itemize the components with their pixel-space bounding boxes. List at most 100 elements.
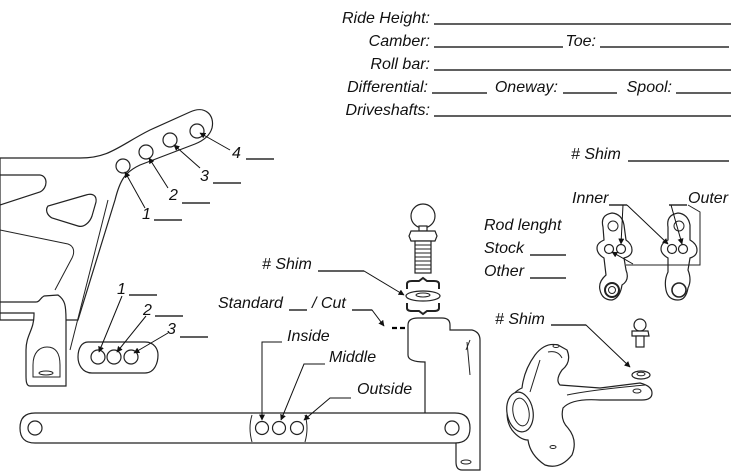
lower-arm-body xyxy=(19,412,471,444)
left-arm-bottom-hole xyxy=(608,286,616,294)
upright-detail-2 xyxy=(466,341,471,376)
upright xyxy=(407,317,481,471)
roll-bar-field[interactable]: Roll bar: xyxy=(370,56,731,73)
tower-hole-3-callout[interactable]: 3 xyxy=(173,144,241,185)
stock-label: Stock xyxy=(484,240,525,257)
knuckle-ball-hex xyxy=(631,330,650,337)
shim-washer[interactable] xyxy=(405,290,441,302)
tower-hole-2-callout[interactable]: 2 xyxy=(148,157,210,204)
mount-hole-3-label: 3 xyxy=(167,321,176,338)
ride-height-label: Ride Height: xyxy=(342,10,430,27)
steering-arm-right xyxy=(660,212,698,301)
knuckle-arm-hole xyxy=(632,388,642,394)
left-arm-bottom-ring xyxy=(604,282,620,298)
spool-field[interactable]: Spool: xyxy=(627,79,731,96)
mount-hole-3-callout[interactable]: 3 xyxy=(133,321,208,354)
driveshafts-field[interactable]: Driveshafts: xyxy=(346,102,731,119)
arm-position-middle[interactable] xyxy=(271,420,287,436)
lower-mount-body xyxy=(0,294,67,387)
standard-cut-callout[interactable]: Standard / Cut xyxy=(218,295,385,327)
tower-hole-4-callout[interactable]: 4 xyxy=(199,132,274,162)
spool-label: Spool: xyxy=(627,79,672,96)
left-arm-top-hole xyxy=(607,220,619,232)
left-arm-outer-hole[interactable] xyxy=(615,243,627,255)
lower-arm: Inside Middle Outside xyxy=(19,328,471,444)
middle-label: Middle xyxy=(329,349,376,366)
steering-bracket xyxy=(626,204,701,266)
lower-mount-screw xyxy=(38,370,54,376)
tower-cutout-2 xyxy=(46,193,97,227)
tower-cutout-1 xyxy=(0,174,47,206)
knuckle-top-hole xyxy=(552,344,560,348)
inner-leader-2 xyxy=(626,204,669,245)
lower-mount: 1 2 3 xyxy=(0,199,208,387)
camber-field[interactable]: Camber: xyxy=(369,33,563,50)
knuckle-bottom-hole xyxy=(549,445,557,449)
inside-label: Inside xyxy=(287,328,330,345)
right-arm-top-hole xyxy=(673,220,685,232)
mount-hole-2[interactable] xyxy=(106,349,122,365)
right-arm-bottom-hole xyxy=(671,282,687,298)
outer-label: Outer xyxy=(688,190,729,207)
arm-position-inside[interactable] xyxy=(254,420,270,436)
outside-label: Outside xyxy=(357,381,412,398)
outside-callout[interactable]: Outside xyxy=(303,381,412,421)
ball-stud-hex xyxy=(408,230,438,242)
cut-label: / Cut xyxy=(311,295,346,312)
setup-form: Ride Height: Camber: Toe: Roll bar: Diff… xyxy=(342,10,731,119)
ball-stud-neck xyxy=(418,225,428,232)
brace-lower xyxy=(406,303,440,316)
mount-hole-2-label: 2 xyxy=(142,302,152,319)
lower-mount-cup xyxy=(32,346,61,378)
middle-callout[interactable]: Middle xyxy=(280,349,376,421)
oneway-field[interactable]: Oneway: xyxy=(495,79,617,96)
knuckle-shim-callout[interactable]: # Shim xyxy=(495,311,631,368)
tower-hole-3[interactable] xyxy=(162,132,178,148)
upright-detail xyxy=(465,339,471,351)
left-arm-inner-hole[interactable] xyxy=(603,243,615,255)
steering-shim-field[interactable]: # Shim xyxy=(571,146,729,163)
mount-hole-1[interactable] xyxy=(90,349,106,365)
right-arm-inner-hole[interactable] xyxy=(666,243,678,255)
mount-hole-2-callout[interactable]: 2 xyxy=(116,302,183,353)
tower-hole-1-callout[interactable]: 1 xyxy=(124,171,182,223)
mount-hole-1-callout[interactable]: 1 xyxy=(98,281,157,353)
standard-label: Standard xyxy=(218,295,284,312)
ride-height-field[interactable]: Ride Height: xyxy=(342,10,731,27)
other-field[interactable]: Other xyxy=(484,263,566,280)
tower-hole-2[interactable] xyxy=(138,144,154,160)
tower-hole-2-label: 2 xyxy=(168,187,178,204)
knuckle-ball xyxy=(633,318,647,332)
thread-lines xyxy=(415,244,431,270)
ball-stud-shim-label: # Shim xyxy=(262,256,312,273)
mount-hole-1-label: 1 xyxy=(117,281,126,298)
steering-section: # Shim Inner Outer Rod lenght Stock Othe… xyxy=(484,146,729,301)
camber-label: Camber: xyxy=(369,33,430,50)
tower-hole-1[interactable] xyxy=(115,158,131,174)
inside-callout[interactable]: Inside xyxy=(259,328,330,421)
steering-shim-label: # Shim xyxy=(571,146,621,163)
knuckle-shim-label: # Shim xyxy=(495,311,545,328)
toe-field[interactable]: Toe: xyxy=(565,33,729,50)
inner-label: Inner xyxy=(572,190,609,207)
knuckle-bearing-hole xyxy=(512,397,530,427)
lower-arm-inner-pivot xyxy=(27,420,43,436)
ball-stud-shim-callout[interactable]: # Shim xyxy=(262,256,405,296)
knuckle-detail xyxy=(529,351,563,393)
right-arm-outer-hole[interactable] xyxy=(677,243,689,255)
brace-upper xyxy=(406,276,440,289)
ball-stud-ball xyxy=(410,203,436,229)
shim-hole xyxy=(415,292,431,298)
knuckle-shim[interactable] xyxy=(631,370,651,380)
differential-field[interactable]: Differential: xyxy=(347,79,487,96)
inner-leader xyxy=(618,204,625,245)
mount-hole-3[interactable] xyxy=(123,349,139,365)
tower-edge xyxy=(0,229,75,291)
other-label: Other xyxy=(484,263,525,280)
shock-tower-body xyxy=(0,109,214,321)
tower-hole-4[interactable] xyxy=(189,123,205,139)
shock-tower: 1 2 3 4 xyxy=(0,109,274,321)
tower-hole-1-label: 1 xyxy=(142,206,151,223)
arm-position-outside[interactable] xyxy=(289,420,305,436)
stock-field[interactable]: Stock xyxy=(484,240,566,257)
